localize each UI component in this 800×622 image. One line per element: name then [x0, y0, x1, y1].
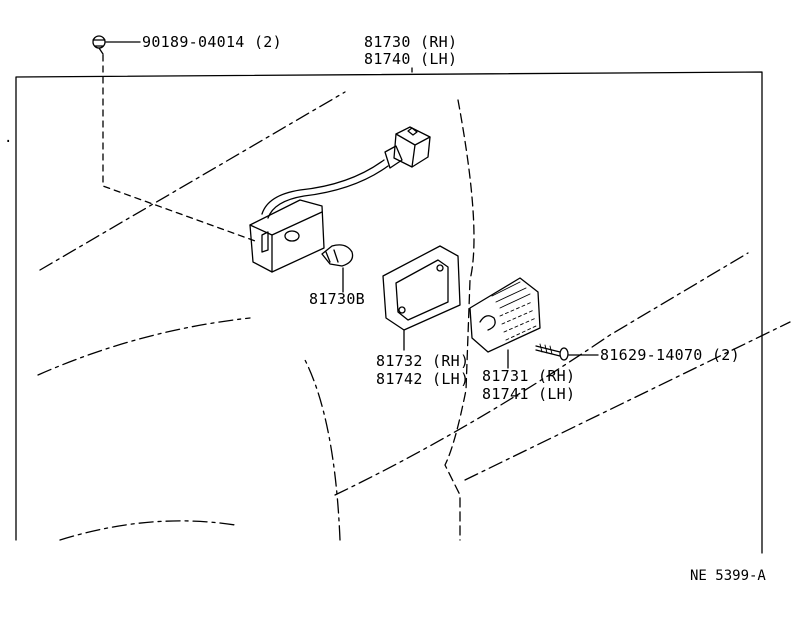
callout-lens-rh: 81731 (RH) — [482, 367, 575, 385]
gasket-icon — [382, 245, 461, 331]
callout-gasket-rh: 81732 (RH) — [376, 352, 469, 370]
callout-clip: 90189-04014 (2) — [142, 33, 282, 51]
frame-outline — [15, 71, 763, 554]
wire-harness — [261, 159, 385, 215]
callout-assy-lh: 81740 (LH) — [364, 50, 457, 68]
body-contours — [37, 91, 791, 541]
callout-bulb: 81730B — [309, 290, 365, 308]
callout-screw: 81629-14070 (2) — [600, 346, 740, 364]
wire-harness-2 — [267, 165, 389, 219]
socket-plate-icon — [249, 199, 325, 273]
dashed-leader-clip — [102, 54, 259, 243]
connector-icon — [384, 126, 431, 169]
lens-icon — [469, 277, 541, 353]
edge-mark: . — [4, 130, 12, 146]
bulb-icon — [321, 244, 354, 267]
figure-reference: NE 5399-A — [690, 568, 766, 584]
callout-gasket-lh: 81742 (LH) — [376, 370, 469, 388]
clip-icon — [92, 35, 106, 55]
parting-line — [444, 99, 475, 541]
callout-lens-lh: 81741 (LH) — [482, 385, 575, 403]
screw-icon — [535, 343, 569, 361]
callout-assy-rh: 81730 (RH) — [364, 33, 457, 51]
